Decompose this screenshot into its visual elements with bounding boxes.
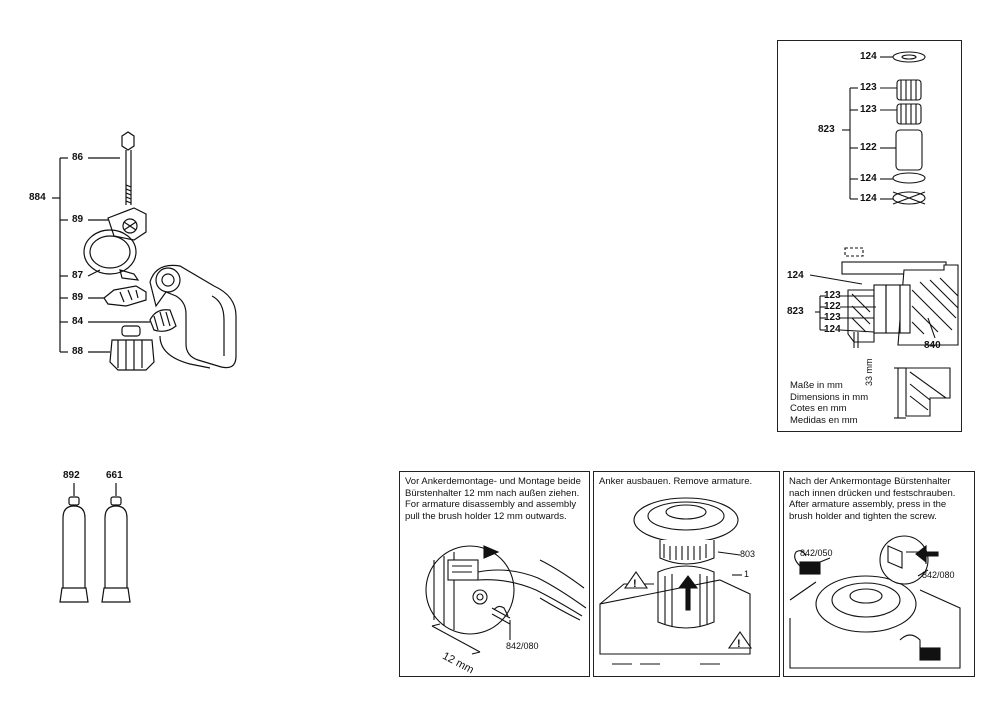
dimension-notes: Maße in mm Dimensions in mm Cotes en mm … <box>790 380 868 426</box>
dim-note-fr: Cotes en mm <box>790 403 847 414</box>
detail-label-123-b: 123 <box>860 104 877 115</box>
panel-2-label-803: 803 <box>740 549 756 559</box>
label-84: 84 <box>72 316 84 327</box>
panel-1-label-842-080: 842/080 <box>506 641 539 651</box>
section-label-123-b: 123 <box>824 312 841 323</box>
section-label-823: 823 <box>787 306 804 317</box>
panel-3-line-4: brush holder and tighten the screw. <box>789 510 937 522</box>
detail-label-123-a: 123 <box>860 82 877 93</box>
detail-label-124-a: 124 <box>860 51 877 62</box>
label-87: 87 <box>72 270 84 281</box>
panel-2-line-1: Anker ausbauen. Remove armature. <box>599 476 753 487</box>
label-88: 88 <box>72 346 84 357</box>
panel-3-line-1: Nach der Ankermontage Bürstenhalter <box>789 476 951 487</box>
section-label-124-b: 124 <box>824 324 841 335</box>
detail-label-124-c: 124 <box>860 193 877 204</box>
label-884: 884 <box>29 192 46 203</box>
panel-2-text: Anker ausbauen. Remove armature. <box>599 476 752 488</box>
panel-3-line-2: nach innen drücken und festschrauben. <box>789 487 956 499</box>
panel-1-line-4: pull the brush holder 12 mm outwards. <box>405 510 567 522</box>
detail-label-122: 122 <box>860 142 877 153</box>
section-label-840: 840 <box>924 340 941 351</box>
label-892: 892 <box>63 470 80 481</box>
panel-2-label-1: 1 <box>744 569 750 579</box>
panel-3-label-842-050: 842/050 <box>800 548 833 558</box>
section-label-123-a: 123 <box>824 290 841 301</box>
section-label-122: 122 <box>824 301 841 312</box>
panel-3-line-3: After armature assembly, press in the <box>789 499 947 510</box>
label-89-bottom: 89 <box>72 292 84 303</box>
instruction-panel-1 <box>399 471 590 677</box>
warning-mark-2: ! <box>737 638 741 650</box>
panel-1-line-2: Bürstenhalter 12 mm nach außen ziehen. <box>405 487 580 499</box>
section-label-124-a: 124 <box>787 270 804 281</box>
label-86: 86 <box>72 152 84 163</box>
panel-1-text: Vor Ankerdemontage- und Montage beide Bü… <box>405 476 581 522</box>
label-89-top: 89 <box>72 214 84 225</box>
dim-note-es: Medidas en mm <box>790 414 858 426</box>
label-661: 661 <box>106 470 123 481</box>
panel-1-line-1: Vor Ankerdemontage- und Montage beide <box>405 476 581 487</box>
bearing-detail-box <box>777 40 962 432</box>
panel-3-text: Nach der Ankermontage Bürstenhalter nach… <box>789 476 955 522</box>
dim-note-de: Maße in mm <box>790 380 843 391</box>
detail-label-823: 823 <box>818 124 835 135</box>
dim-note-en: Dimensions in mm <box>790 391 869 403</box>
detail-label-124-b: 124 <box>860 173 877 184</box>
warning-mark-1: ! <box>633 578 637 590</box>
panel-1-line-3: For armature disassembly and assembly <box>405 499 577 510</box>
panel-3-label-842-080: 842/080 <box>922 570 955 580</box>
